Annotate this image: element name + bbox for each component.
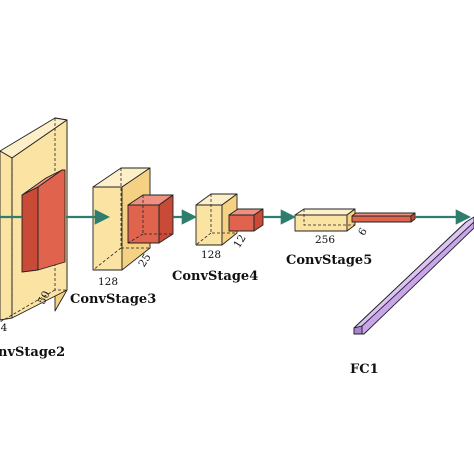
convstage3-pool-hidden-edge bbox=[142, 195, 173, 235]
convstage4-pool-side bbox=[253, 208, 264, 232]
convstage3-pool-hidden-edge-2 bbox=[127, 233, 144, 244]
convstage3-block bbox=[92, 167, 174, 271]
convstage5-pool-side bbox=[410, 212, 416, 223]
convstage5-width-label: 256 bbox=[315, 234, 335, 246]
convstage5-block bbox=[294, 208, 416, 232]
convstage5-hidden-edge bbox=[303, 209, 355, 226]
convstage2-block bbox=[0, 117, 68, 323]
convstage3-hidden-edge-2 bbox=[92, 247, 122, 271]
fc1-title: FC1 bbox=[350, 362, 379, 377]
convstage4-block bbox=[195, 193, 264, 246]
convstage4-conv-front bbox=[195, 204, 223, 246]
convstage4-hidden-edge-2 bbox=[195, 232, 212, 246]
convstage4-width-label: 128 bbox=[201, 249, 221, 261]
convstage2-title: nvStage2 bbox=[0, 345, 65, 360]
convstage2-width-label: 54 bbox=[0, 322, 8, 334]
convstage2-hidden-edge-3 bbox=[0, 289, 56, 323]
convstage4-pool-front bbox=[228, 214, 255, 232]
convstage2-conv-front bbox=[0, 150, 13, 321]
convstage3-width-label: 128 bbox=[98, 276, 118, 288]
convstage2-depth-label: 50 bbox=[36, 289, 53, 306]
convstage4-hidden-edge bbox=[210, 194, 237, 234]
convstage4-title: ConvStage4 bbox=[172, 269, 258, 284]
convstage3-title: ConvStage3 bbox=[70, 292, 156, 307]
fc1-block bbox=[353, 216, 474, 335]
convstage2-pool-side bbox=[21, 186, 39, 273]
convstage5-title: ConvStage5 bbox=[286, 253, 372, 268]
convstage3-pool-front bbox=[127, 204, 160, 244]
convstage5-pool-front bbox=[351, 215, 412, 223]
convstage3-conv-front bbox=[92, 186, 123, 271]
convstage5-depth-label: 6 bbox=[356, 226, 370, 238]
fc1-top bbox=[353, 216, 474, 329]
convstage5-conv-front bbox=[294, 214, 348, 232]
convstage3-pool-side bbox=[158, 194, 174, 244]
convstage2-pool-face bbox=[37, 169, 66, 271]
